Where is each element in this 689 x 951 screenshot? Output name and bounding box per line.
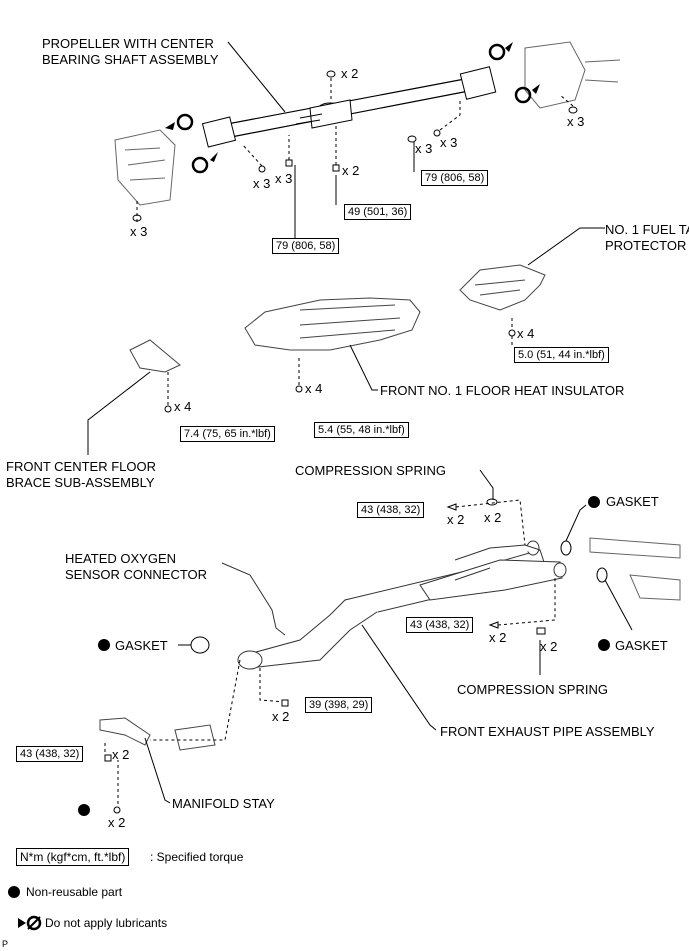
label-compression-spring-top: COMPRESSION SPRING — [295, 463, 446, 478]
transmission-outline — [114, 129, 176, 206]
qty-brace: x 4 — [174, 399, 192, 414]
legend-no-lube-icon — [18, 915, 42, 931]
qty-spring-top-bolt: x 2 — [447, 512, 465, 527]
non-reusable-marks — [8, 496, 610, 898]
qty-heat-insulator: x 4 — [305, 381, 323, 396]
torque-manifold: 43 (438, 32) — [16, 746, 84, 762]
manifold-stay — [99, 717, 216, 751]
qty-bolt-right-b: x 3 — [440, 135, 458, 150]
qty-manifold-nut: x 2 — [108, 815, 126, 830]
legend-torque-text: : Specified torque — [150, 850, 244, 864]
qty-diff-nut: x 3 — [567, 114, 585, 129]
qty-washer-left: x 3 — [253, 176, 271, 191]
qty-bolt-left: x 3 — [275, 171, 293, 186]
qty-center-bolt: x 2 — [342, 163, 360, 178]
qty-manifold-bolt: x 2 — [112, 747, 130, 762]
rear-pipes — [589, 537, 681, 601]
label-gasket-right: GASKET — [615, 638, 668, 653]
qty-trans-nut: x 3 — [130, 224, 148, 239]
qty-spring-top: x 2 — [484, 510, 502, 525]
torque-propeller-right: 79 (806, 58) — [421, 170, 489, 186]
torque-stay: 39 (398, 29) — [305, 697, 373, 713]
floor-brace — [129, 339, 181, 373]
differential-outline — [524, 41, 621, 109]
floor-heat-insulator — [244, 297, 421, 351]
label-propeller-line1: PROPELLER WITH CENTER — [42, 36, 214, 51]
label-manifold-stay: MANIFOLD STAY — [172, 796, 275, 811]
label-brace-line1: FRONT CENTER FLOOR — [6, 459, 156, 474]
label-floor-heat-insulator: FRONT NO. 1 FLOOR HEAT INSULATOR — [380, 383, 625, 398]
label-front-exhaust-pipe: FRONT EXHAUST PIPE ASSEMBLY — [440, 724, 655, 739]
label-gasket-left: GASKET — [115, 638, 168, 653]
fasteners — [132, 70, 578, 222]
torque-spring-top: 43 (438, 32) — [357, 502, 425, 518]
torque-fuel-protector: 5.0 (51, 44 in.*lbf) — [514, 347, 609, 363]
label-propeller-line2: BEARING SHAFT ASSEMBLY — [42, 52, 219, 67]
torque-leaders — [227, 41, 415, 238]
qty-spring-bottom: x 2 — [540, 639, 558, 654]
propeller-shaft — [201, 66, 497, 148]
qty-stay-bolt: x 2 — [272, 709, 290, 724]
qty-fuel-protector: x 4 — [517, 326, 535, 341]
torque-propeller-left: 79 (806, 58) — [272, 238, 340, 254]
torque-brace: 7.4 (75, 65 in.*lbf) — [180, 426, 275, 442]
legend-nonreusable-text: Non-reusable part — [26, 885, 123, 899]
torque-spring-bottom: 43 (438, 32) — [406, 617, 474, 633]
label-compression-spring-bottom: COMPRESSION SPRING — [457, 682, 608, 697]
label-fuel-tank-line2: PROTECTOR — [605, 238, 687, 253]
label-fuel-tank-line1: NO. 1 FUEL TANK — [605, 222, 689, 237]
exhaust-pipe-assembly — [237, 540, 567, 670]
qty-bolt-right-a: x 3 — [415, 141, 433, 156]
dashed-leaders — [136, 78, 574, 222]
no-lube-icons — [165, 42, 540, 174]
label-gasket-top: GASKET — [606, 494, 659, 509]
footer-code: P — [2, 939, 9, 949]
legend-nolube-text: Do not apply lubricants — [45, 916, 168, 930]
qty-propeller-top: x 2 — [341, 66, 359, 81]
label-brace-line2: BRACE SUB-ASSEMBLY — [6, 475, 155, 490]
label-o2-line2: SENSOR CONNECTOR — [65, 567, 208, 582]
torque-heat-insulator: 5.4 (55, 48 in.*lbf) — [314, 422, 409, 438]
label-o2-line1: HEATED OXYGEN — [65, 551, 177, 566]
legend-torque-box: N*m (kgf*cm, ft.*lbf) — [16, 848, 130, 866]
fuel-tank-protector — [459, 264, 546, 311]
torque-propeller-center: 49 (501, 36) — [344, 204, 412, 220]
qty-spring-bottom-bolt: x 2 — [489, 630, 507, 645]
